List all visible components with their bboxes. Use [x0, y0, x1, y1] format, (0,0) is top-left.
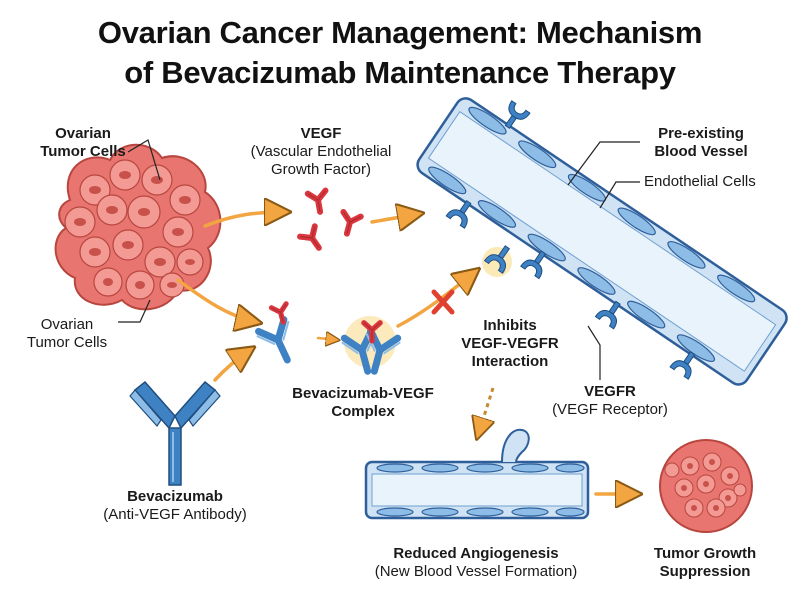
label-tumor-cells-side: Ovarian Tumor Cells — [12, 316, 122, 352]
arrow-vegf-to-vessel — [370, 214, 418, 222]
antibody-binding-vegf — [249, 301, 308, 367]
label-bevacizumab-name: Bevacizumab — [127, 488, 223, 505]
label-tumor-cells-top: Ovarian Tumor Cells — [28, 125, 138, 161]
bevacizumab-vegf-complex — [341, 316, 400, 376]
label-vegfr-name: VEGFR — [584, 383, 636, 400]
label-vessel-line1: Pre-existing — [658, 125, 744, 142]
label-suppression-line1: Tumor Growth — [653, 545, 757, 562]
arrow-tumor-to-binding — [176, 278, 256, 322]
label-vegf-name: VEGF — [300, 125, 342, 142]
label-tumor-top-line1: Ovarian — [55, 125, 111, 142]
label-vegf-desc2: Growth Factor) — [270, 161, 372, 178]
label-inhibits-line3: Interaction — [471, 353, 549, 370]
flow-arrows — [176, 212, 636, 494]
vessel-leader — [567, 141, 640, 186]
label-complex-line2: Complex — [331, 403, 395, 420]
label-vegf-desc1: (Vascular Endothelial — [250, 143, 392, 160]
blocked-vegf-receptor — [482, 240, 517, 277]
label-complex-line1: Bevacizumab-VEGF — [292, 385, 434, 402]
label-reduced-angiogenesis: Reduced Angiogenesis (New Blood Vessel F… — [356, 545, 596, 581]
label-tumor-suppression: Tumor Growth Suppression — [640, 545, 770, 581]
tumor-top-leader — [127, 139, 161, 181]
label-angiogenesis-name: Reduced Angiogenesis — [393, 545, 559, 562]
bevacizumab-antibody-icon — [129, 380, 221, 486]
suppressed-tumor — [659, 439, 753, 533]
label-complex: Bevacizumab-VEGF Complex — [278, 385, 448, 421]
label-vegfr-desc: (VEGF Receptor) — [552, 401, 668, 418]
label-tumor-side-line2: Tumor Cells — [26, 334, 108, 351]
label-inhibits-line1: Inhibits — [483, 317, 537, 334]
vegf-molecules — [300, 191, 361, 253]
arrow-complex-to-receptor — [396, 272, 475, 328]
label-suppression-line2: Suppression — [659, 563, 751, 580]
ovarian-tumor-cluster — [54, 143, 222, 311]
label-vessel-line2: Blood Vessel — [654, 143, 748, 160]
label-endothelial-cells: Endothelial Cells — [644, 173, 756, 190]
diagram-title-line1: Ovarian Cancer Management: Mechanism — [97, 15, 703, 50]
label-bevacizumab-desc: (Anti-VEGF Antibody) — [103, 506, 247, 523]
vegfr-leader — [587, 325, 601, 380]
pre-existing-blood-vessel — [416, 97, 788, 386]
arrow-dashed-to-angiogenesis — [478, 387, 493, 435]
tumor-side-leader — [118, 299, 151, 323]
label-bevacizumab: Bevacizumab (Anti-VEGF Antibody) — [90, 488, 260, 524]
arrow-binding-to-complex — [316, 338, 338, 340]
label-vegf: VEGF (Vascular Endothelial Growth Factor… — [236, 125, 406, 179]
label-inhibits: Inhibits VEGF-VEGFR Interaction — [460, 317, 560, 371]
label-angiogenesis-desc: (New Blood Vessel Formation) — [374, 563, 578, 580]
label-vegfr: VEGFR (VEGF Receptor) — [545, 383, 675, 419]
inhibition-cross-icon — [431, 289, 455, 315]
reduced-angiogenesis-vessel — [364, 428, 590, 520]
label-tumor-top-line2: Tumor Cells — [40, 143, 126, 160]
label-inhibits-line2: VEGF-VEGFR — [461, 335, 559, 352]
arrow-bevacizumab-to-binding — [213, 350, 250, 382]
diagram-title-line2: of Bevacizumab Maintenance Therapy — [124, 55, 676, 90]
label-blood-vessel: Pre-existing Blood Vessel — [636, 125, 766, 161]
arrow-tumor-to-vegf — [203, 212, 285, 228]
endothelial-leader — [599, 181, 640, 209]
label-tumor-side-line1: Ovarian — [40, 316, 94, 333]
